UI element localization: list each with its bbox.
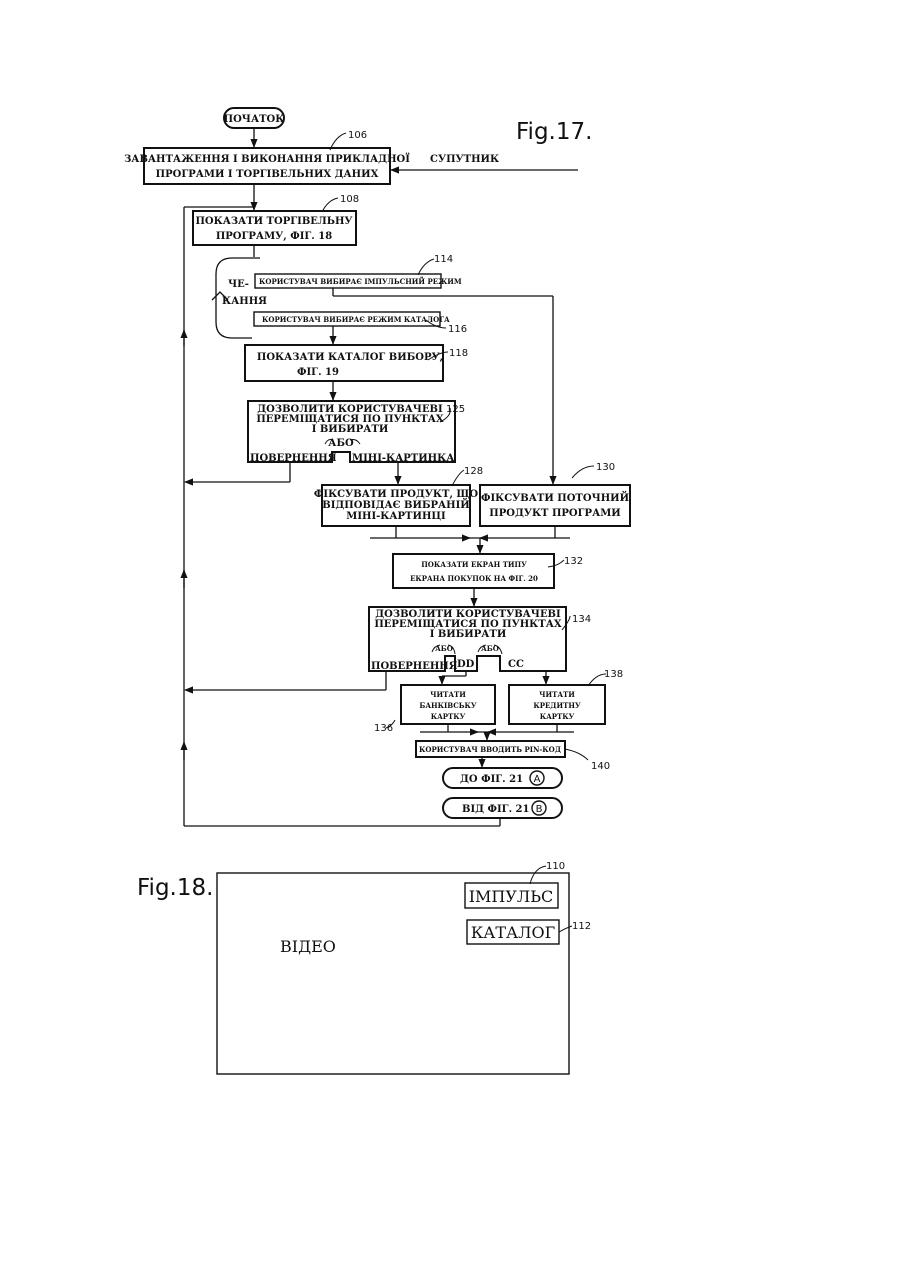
catalog-button-label[interactable]: КАТАЛОГ bbox=[471, 923, 555, 942]
show-trade-program-box: ПОКАЗАТИ ТОРГІВЕЛЬНУ ПРОГРАМУ, ФІГ. 18 bbox=[193, 211, 356, 245]
read-bank-line2: БАНКІВСЬКУ bbox=[419, 701, 477, 710]
satellite-label: СУПУТНИК bbox=[430, 154, 499, 165]
waiting-line2: КАННЯ bbox=[222, 296, 267, 307]
load-line1: ЗАВАНТАЖЕННЯ І ВИКОНАННЯ ПРИКЛАДНОЇ bbox=[124, 152, 410, 165]
fix-current-product-box: ФІКСУВАТИ ПОТОЧНИЙ ПРОДУКТ ПРОГРАМИ bbox=[480, 485, 630, 526]
show-catalog-line2: ФІГ. 19 bbox=[297, 367, 339, 378]
navigate-catalog-box: ДОЗВОЛИТИ КОРИСТУВАЧЕВІ ПЕРЕМІЩАТИСЯ ПО … bbox=[248, 401, 455, 464]
ref-114: 114 bbox=[434, 254, 453, 265]
ref-112: 112 bbox=[572, 921, 591, 932]
read-credit-card-box: ЧИТАТИ КРЕДИТНУ КАРТКУ bbox=[509, 685, 605, 724]
fix-product-box: ФІКСУВАТИ ПРОДУКТ, ЩО ВІДПОВІДАЄ ВИБРАНІ… bbox=[314, 485, 478, 526]
catalog-mode-box: КОРИСТУВАЧ ВИБИРАЄ РЕЖИМ КАТАЛОГА bbox=[254, 312, 450, 326]
connector-b: B bbox=[536, 804, 543, 815]
fix-product-line1: ФІКСУВАТИ ПРОДУКТ, ЩО bbox=[314, 489, 478, 500]
ref-136: 136 bbox=[374, 723, 393, 734]
read-credit-line2: КРЕДИТНУ bbox=[533, 701, 581, 710]
video-label: ВІДЕО bbox=[280, 937, 336, 956]
ref-116: 116 bbox=[448, 324, 467, 335]
to-fig21-terminal: ДО ФІГ. 21 A bbox=[443, 768, 562, 788]
nav1-back: ПОВЕРНЕННЯ bbox=[250, 453, 337, 464]
from-fig21-text: ВІД ФІГ. 21 bbox=[462, 804, 529, 815]
fix-product-line3: МІНІ-КАРТИНЦІ bbox=[346, 511, 446, 522]
read-credit-line1: ЧИТАТИ bbox=[539, 690, 575, 699]
impulse-button[interactable]: ІМПУЛЬС bbox=[465, 883, 558, 908]
ref-134: 134 bbox=[572, 614, 591, 625]
read-bank-line3: КАРТКУ bbox=[431, 712, 466, 721]
show-trade-line1: ПОКАЗАТИ ТОРГІВЕЛЬНУ bbox=[195, 216, 352, 227]
ref-130: 130 bbox=[596, 462, 615, 473]
ref-138: 138 bbox=[604, 669, 623, 680]
show-shop-screen-box: ПОКАЗАТИ ЕКРАН ТИПУ ЕКРАНА ПОКУПОК НА ФІ… bbox=[393, 554, 554, 588]
ref-128: 128 bbox=[464, 466, 483, 477]
from-fig21-terminal: ВІД ФІГ. 21 B bbox=[443, 798, 562, 818]
pin-text: КОРИСТУВАЧ ВВОДИТЬ PIN-КОД bbox=[419, 745, 561, 754]
fix-product-line2: ВІДПОВІДАЄ ВИБРАНІЙ bbox=[322, 498, 469, 511]
navigate-shop-box: ДОЗВОЛИТИ КОРИСТУВАЧЕВІ ПЕРЕМІЩАТИСЯ ПО … bbox=[369, 607, 566, 672]
nav2-line3: І ВИБИРАТИ bbox=[430, 629, 507, 640]
load-line2: ПРОГРАМИ І ТОРГІВЕЛЬНИХ ДАНИХ bbox=[156, 169, 379, 180]
nav1-line3: І ВИБИРАТИ bbox=[312, 424, 389, 435]
impulse-button-label[interactable]: ІМПУЛЬС bbox=[469, 887, 554, 906]
fix-current-line1: ФІКСУВАТИ ПОТОЧНИЙ bbox=[481, 491, 629, 504]
show-shop-line1: ПОКАЗАТИ ЕКРАН ТИПУ bbox=[421, 560, 527, 569]
ref-106: 106 bbox=[348, 130, 367, 141]
fig18-title: Fig.18. bbox=[137, 875, 213, 901]
show-shop-line2: ЕКРАНА ПОКУПОК НА ФІГ. 20 bbox=[410, 574, 538, 583]
ref-108: 108 bbox=[340, 194, 359, 205]
show-trade-line2: ПРОГРАМУ, ФІГ. 18 bbox=[216, 231, 332, 242]
impulse-mode-box: КОРИСТУВАЧ ВИБИРАЄ ІМПУЛЬСНИЙ РЕЖИМ bbox=[255, 274, 462, 288]
show-catalog-line1: ПОКАЗАТИ КАТАЛОГ ВИБОРУ, bbox=[257, 352, 443, 363]
ref-118: 118 bbox=[449, 348, 468, 359]
to-fig21-text: ДО ФІГ. 21 bbox=[460, 774, 523, 785]
fig17-title: Fig.17. bbox=[516, 119, 592, 145]
ref-140: 140 bbox=[591, 761, 610, 772]
catalog-mode-text: КОРИСТУВАЧ ВИБИРАЄ РЕЖИМ КАТАЛОГА bbox=[262, 315, 450, 324]
start-label: ПОЧАТОК bbox=[224, 114, 285, 125]
fix-current-line2: ПРОДУКТ ПРОГРАМИ bbox=[489, 508, 620, 519]
load-app-box: ЗАВАНТАЖЕННЯ І ВИКОНАННЯ ПРИКЛАДНОЇ ПРОГ… bbox=[124, 148, 410, 184]
ref-132: 132 bbox=[564, 556, 583, 567]
ref-110: 110 bbox=[546, 861, 565, 872]
nav2-dd: DD bbox=[457, 659, 475, 670]
impulse-mode-text: КОРИСТУВАЧ ВИБИРАЄ ІМПУЛЬСНИЙ РЕЖИМ bbox=[259, 276, 462, 286]
read-bank-line1: ЧИТАТИ bbox=[430, 690, 466, 699]
read-credit-line3: КАРТКУ bbox=[540, 712, 575, 721]
show-catalog-box: ПОКАЗАТИ КАТАЛОГ ВИБОРУ, ФІГ. 19 bbox=[245, 345, 443, 381]
catalog-button[interactable]: КАТАЛОГ bbox=[467, 920, 559, 944]
nav2-cc: CC bbox=[508, 659, 524, 670]
nav1-thumb: МІНІ-КАРТИНКА bbox=[352, 453, 455, 464]
read-bank-card-box: ЧИТАТИ БАНКІВСЬКУ КАРТКУ bbox=[401, 685, 495, 724]
pin-entry-box: КОРИСТУВАЧ ВВОДИТЬ PIN-КОД bbox=[416, 741, 565, 757]
connector-a: A bbox=[534, 774, 541, 785]
start-terminal: ПОЧАТОК bbox=[224, 108, 285, 128]
nav2-back: ПОВЕРНЕННЯ bbox=[371, 661, 458, 672]
ref-125: 125 bbox=[446, 404, 465, 415]
waiting-line1: ЧЕ- bbox=[228, 279, 249, 290]
